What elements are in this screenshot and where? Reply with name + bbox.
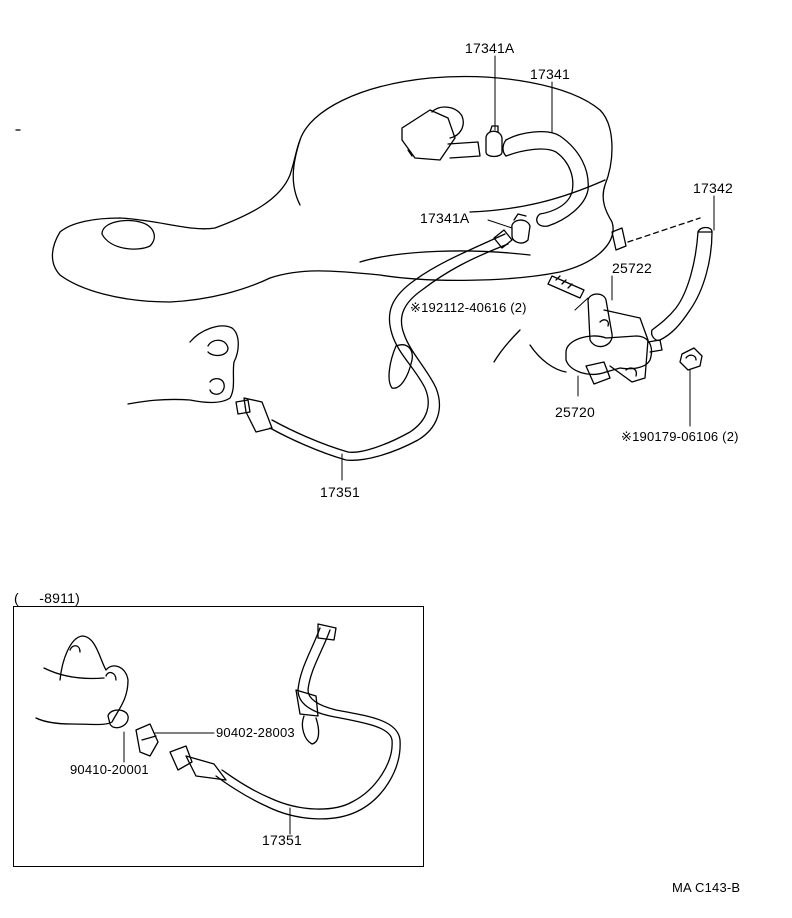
label-bolt-192112: ※192112-40616 (2) — [410, 300, 527, 315]
pipe-17351 — [235, 229, 513, 461]
engine-bracket — [127, 325, 239, 405]
label-90410: 90410-20001 — [70, 762, 149, 777]
inset-frame — [13, 606, 424, 867]
label-17341A-mid: 17341A — [420, 210, 470, 226]
inset-leaders — [123, 731, 291, 835]
hose-clip-top — [485, 125, 503, 158]
hose-clip-mid — [511, 213, 531, 244]
stud-bolt — [547, 275, 585, 299]
air-cleaner-housing — [15, 75, 614, 303]
vsv-assembly — [493, 293, 663, 385]
label-17341A-top: 17341A — [465, 40, 515, 56]
figure-code: MA C143-B — [672, 880, 741, 895]
inset-engine — [35, 635, 129, 726]
inset-pipe-17351 — [185, 623, 401, 820]
label-25720: 25720 — [555, 404, 595, 420]
vacuum-fitting — [401, 106, 481, 161]
label-17351-main: 17351 — [320, 484, 360, 500]
label-17341: 17341 — [530, 66, 570, 82]
hose-17342 — [650, 226, 713, 342]
port-connector — [611, 217, 701, 251]
label-17351-inset: 17351 — [262, 832, 302, 848]
label-nut-190179: ※190179-06106 (2) — [621, 429, 739, 444]
label-90402: 90402-28003 — [216, 725, 295, 740]
nut — [679, 347, 703, 371]
inset-fittings — [107, 709, 193, 771]
label-17342: 17342 — [693, 180, 733, 196]
hose-17341 — [502, 130, 589, 227]
inset-header: ( -8911) — [14, 590, 80, 606]
label-25722: 25722 — [612, 260, 652, 276]
leader-lines — [341, 55, 715, 481]
